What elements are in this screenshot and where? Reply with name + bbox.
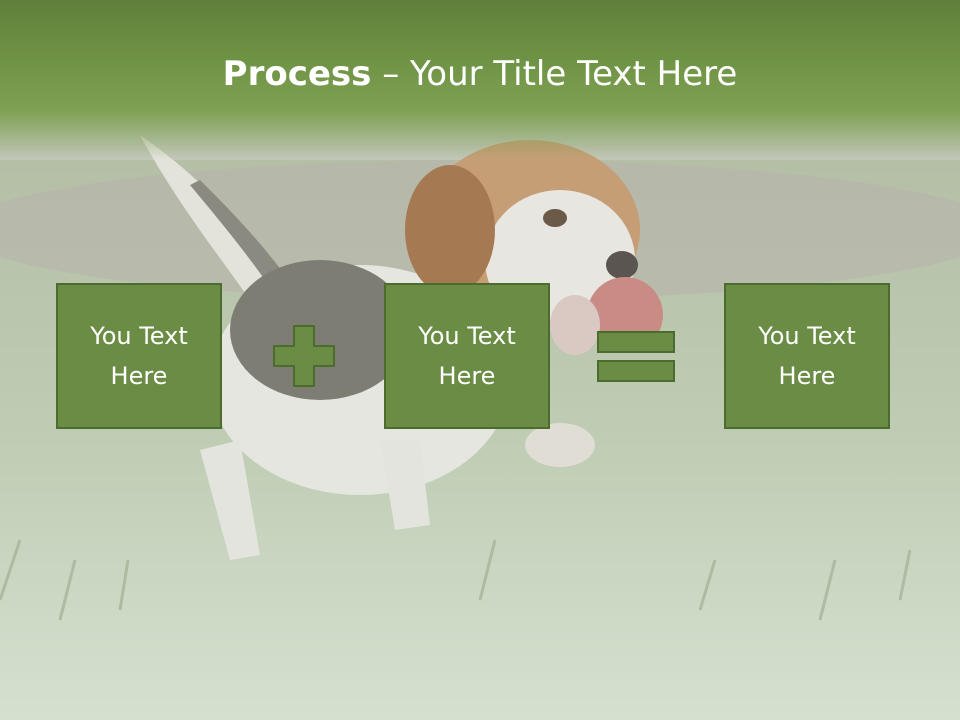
slide-title: Process – Your Title Text Here xyxy=(0,52,960,96)
process-box-2[interactable]: You Text Here xyxy=(384,283,550,429)
title-bold: Process xyxy=(222,54,372,94)
title-rest: Your Title Text Here xyxy=(410,54,738,94)
process-box-3-text: You Text Here xyxy=(758,322,856,390)
equals-icon xyxy=(597,331,675,382)
plus-icon xyxy=(273,325,335,387)
process-box-2-text: You Text Here xyxy=(418,322,516,390)
header-band xyxy=(0,0,960,160)
title-dash: – xyxy=(371,54,411,94)
process-box-3[interactable]: You Text Here xyxy=(724,283,890,429)
process-box-1[interactable]: You Text Here xyxy=(56,283,222,429)
process-box-1-text: You Text Here xyxy=(90,322,188,390)
